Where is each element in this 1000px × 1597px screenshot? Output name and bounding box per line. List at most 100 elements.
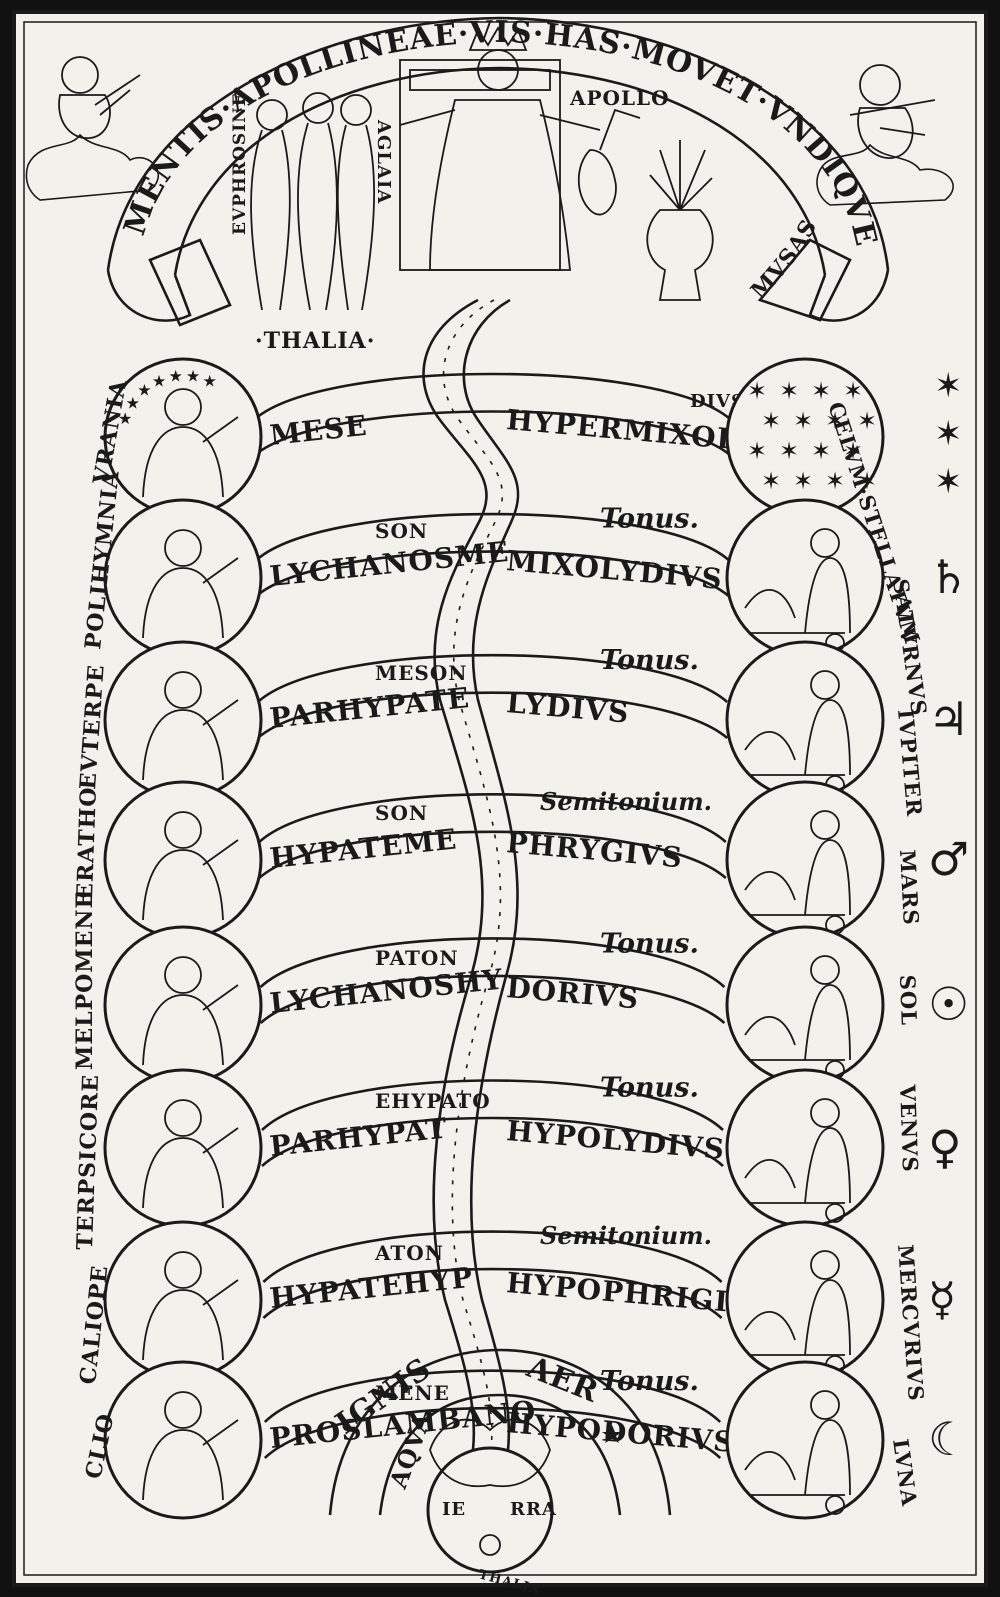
- muse-body: [142, 994, 224, 1066]
- interval-labels: Tonus. Tonus. Semitonium. Tonus. Tonus. Semit…: [540, 504, 712, 1398]
- celestial-star-symbol: ✶: [934, 462, 963, 502]
- muse-arm: [202, 1127, 239, 1154]
- muse-medallion: [103, 1220, 263, 1380]
- star-glyph: ★: [118, 409, 132, 428]
- muse-head: [164, 1251, 202, 1289]
- chariot-wheel: [825, 1495, 845, 1515]
- interval-label: Semitonium.: [540, 1221, 712, 1250]
- planet-symbol: ♃: [928, 692, 969, 746]
- putto-right: [816, 64, 954, 206]
- star-glyph: ✶: [793, 407, 813, 435]
- deity-body: [804, 1279, 851, 1356]
- planet-name-mars: MARS: [895, 849, 924, 926]
- deity-body: [804, 839, 851, 916]
- string-band-lower: [261, 1116, 724, 1167]
- chariot-beast: [744, 731, 845, 776]
- chariot-wheel: [825, 1203, 845, 1223]
- muse-medallion: [103, 780, 263, 940]
- interval-label: Tonus.: [600, 929, 699, 960]
- star-glyph: ★: [137, 380, 151, 399]
- string-band-lower: [255, 550, 730, 597]
- muse-name-melpomene: MELPOMENE: [72, 891, 98, 1070]
- string-band-lower: [254, 410, 731, 457]
- muse-medallion: [103, 640, 263, 800]
- planet-medallion: [725, 1360, 885, 1520]
- string-band-upper: [254, 372, 731, 420]
- star-glyph: ★: [186, 367, 200, 386]
- planet-symbol: ☉: [928, 977, 969, 1031]
- celestial-star-symbol: ✶: [934, 366, 963, 406]
- putto-left: [25, 56, 159, 201]
- deity-body: [804, 984, 851, 1061]
- chariot-beast: [744, 1159, 845, 1204]
- star-glyph: ✶: [779, 437, 799, 465]
- star-glyph: ✶: [843, 377, 863, 405]
- muse-medallion: [103, 498, 263, 658]
- interval-label: Tonus.: [600, 645, 699, 676]
- grace-label-euphrosine: EVPHROSINE: [230, 92, 250, 235]
- muse-body: [142, 1137, 224, 1209]
- muse-body: [142, 567, 224, 639]
- muse-medallion: [103, 925, 263, 1085]
- string-prefix-label: SON: [375, 801, 428, 825]
- muse-body: [142, 709, 224, 781]
- deity-head: [810, 810, 840, 840]
- star-glyph: ✶: [825, 467, 845, 495]
- star-glyph: ✶: [843, 437, 863, 465]
- muse-head: [164, 529, 202, 567]
- star-glyph: ✶: [761, 467, 781, 495]
- deity-head: [810, 1250, 840, 1280]
- muse-head: [164, 1099, 202, 1137]
- muse-medallion: [103, 1068, 263, 1228]
- muse-body: [142, 849, 224, 921]
- muse-arm: [202, 984, 239, 1011]
- interval-label: Tonus.: [600, 1073, 699, 1104]
- chariot-beast: [744, 1311, 845, 1356]
- star-glyph: ✶: [825, 407, 845, 435]
- muse-arm: [202, 557, 239, 584]
- string-band-upper: [259, 937, 726, 988]
- deity-body: [804, 699, 851, 776]
- serpent: [422, 298, 520, 1471]
- interval-label: Tonus.: [600, 504, 699, 535]
- interval-label: Semitonium.: [540, 787, 712, 816]
- string-band-lower: [262, 1267, 723, 1319]
- inner-frame: [23, 21, 977, 1576]
- muse-arm: [202, 839, 239, 866]
- string-band-upper: [256, 653, 729, 703]
- chariot-beast: [744, 1016, 845, 1061]
- star-glyph: ★: [169, 367, 183, 386]
- planet-symbol: ♂: [928, 832, 969, 886]
- muse-arm: [202, 1279, 239, 1306]
- string-band-upper: [258, 793, 727, 843]
- deity-head: [810, 1098, 840, 1128]
- deity-body: [804, 1127, 851, 1204]
- earth-disc: [426, 1446, 554, 1574]
- deity-head: [810, 1390, 840, 1420]
- string-prefix-label: MESON: [375, 661, 468, 685]
- deity-head: [810, 528, 840, 558]
- deity-head: [810, 670, 840, 700]
- star-glyph: ✶: [747, 377, 767, 405]
- planet-symbols-column: ✶✶✶♄♃♂☉♀☿☾: [928, 366, 969, 1466]
- apollo-label: APOLLO: [569, 86, 670, 110]
- muse-name-eratho: ERATHO: [72, 786, 102, 900]
- string-band-lower: [259, 974, 726, 1024]
- muse-head: [164, 956, 202, 994]
- terra-right-label: RRA: [510, 1499, 557, 1520]
- star-glyph: ✶: [761, 407, 781, 435]
- muse-name-terpsicore: TERPSICORE: [72, 1074, 104, 1251]
- string-band-lower: [256, 691, 729, 739]
- string-band-upper: [261, 1079, 724, 1131]
- celestial-star-symbol: ✶: [934, 414, 963, 454]
- star-glyph: ★: [152, 371, 166, 390]
- muse-head: [164, 671, 202, 709]
- star-glyph: ✶: [747, 437, 767, 465]
- star-glyph: ✶: [811, 377, 831, 405]
- muse-head: [164, 1391, 202, 1429]
- muse-medallion: [103, 1360, 263, 1520]
- deity-body: [804, 557, 851, 634]
- chariot-beast: [744, 589, 845, 634]
- planet-symbol: ☿: [928, 1272, 956, 1326]
